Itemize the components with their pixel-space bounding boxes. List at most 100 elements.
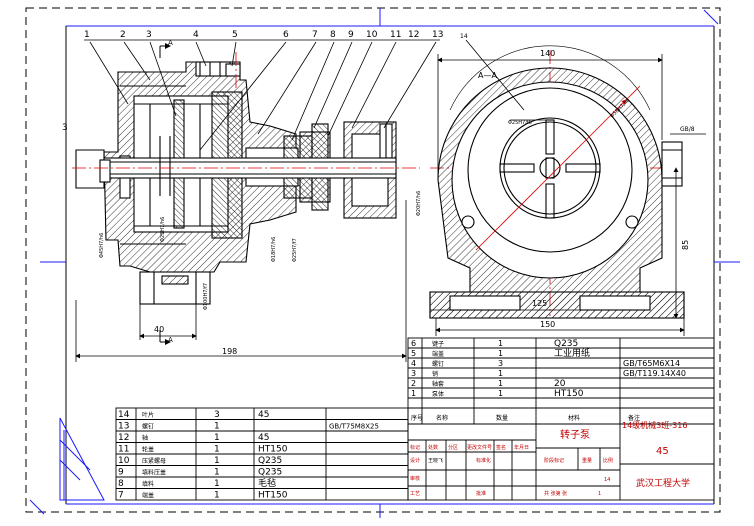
tb-sheets: 共 张第 张 bbox=[544, 490, 567, 497]
dim-gb8: GB/8 bbox=[680, 126, 695, 133]
left-note: 3 bbox=[62, 123, 68, 133]
parts-upper-note: GB/T65M6X14 bbox=[623, 359, 680, 368]
tb-mark: 标记 bbox=[410, 444, 420, 451]
parts-lower-name: 轮盖 bbox=[142, 446, 154, 454]
front-section-view bbox=[75, 61, 397, 305]
tb-weight: 重量 bbox=[582, 457, 592, 464]
parts-lower-name: 轴 bbox=[142, 434, 148, 442]
balloon-6: 6 bbox=[283, 30, 289, 40]
dimensions-right bbox=[430, 39, 706, 336]
dim-125: 125 bbox=[532, 299, 547, 308]
balloon-14: 14 bbox=[460, 33, 468, 40]
hdr-name: 名称 bbox=[436, 414, 448, 422]
part-leaders bbox=[84, 39, 440, 151]
balloon-8: 8 bbox=[330, 30, 336, 40]
parts-list-lower bbox=[115, 407, 409, 501]
tb-change: 更改文件号 bbox=[467, 444, 492, 451]
tb-sheet-value: 1 bbox=[598, 491, 601, 497]
tb-count: 处数 bbox=[428, 444, 438, 451]
parts-lower-no: 14 bbox=[118, 410, 130, 420]
dimensions-left bbox=[75, 200, 407, 362]
parts-upper-name: 销 bbox=[432, 370, 438, 378]
balloon-10: 10 bbox=[366, 30, 378, 40]
balloon-4: 4 bbox=[193, 30, 199, 40]
parts-lower-name: 螺钉 bbox=[142, 423, 154, 431]
fit-mid2: Φ25H7/f7 bbox=[292, 238, 298, 262]
parts-upper-name: 螺钉 bbox=[432, 360, 444, 368]
parts-lower-no: 10 bbox=[118, 456, 130, 466]
fit-annotations: Φ45H7/h6 Φ25H7/h6 Φ100H7/f7 Φ18H7/h6 Φ25… bbox=[99, 191, 422, 310]
parts-lower-name: 填料 bbox=[142, 480, 154, 488]
parts-lower-no: 8 bbox=[118, 479, 124, 489]
parts-upper-material: 20 bbox=[554, 379, 566, 389]
fit-bottom: Φ100H7/f7 bbox=[203, 283, 209, 310]
parts-lower-note: GB/T75M8X25 bbox=[329, 423, 379, 431]
fit-right-top: Φ25H7/f6 bbox=[508, 120, 532, 126]
dim-198: 198 bbox=[222, 347, 237, 356]
balloon-12: 12 bbox=[408, 30, 419, 40]
parts-upper-material: HT150 bbox=[554, 389, 584, 399]
tb-designer-name: 王晓飞 bbox=[428, 457, 443, 464]
balloon-11: 11 bbox=[390, 30, 401, 40]
dim-85: 85 bbox=[681, 240, 690, 250]
parts-upper-qty: 1 bbox=[498, 379, 503, 388]
parts-lower-name: 叶片 bbox=[142, 411, 154, 419]
section-a-a-redlines bbox=[475, 85, 641, 251]
parts-upper-qty: 1 bbox=[498, 339, 503, 348]
tb-process: 工艺 bbox=[410, 491, 420, 497]
balloon-3: 3 bbox=[146, 30, 152, 40]
parts-lower-qty: 1 bbox=[214, 456, 220, 466]
product-name: 转子泵 bbox=[560, 428, 590, 441]
balloon-1: 1 bbox=[84, 30, 90, 40]
parts-lower-material: Q235 bbox=[258, 456, 282, 466]
tb-scale: 比例 bbox=[603, 457, 613, 464]
parts-lower-qty: 1 bbox=[214, 468, 220, 478]
parts-lower-no: 12 bbox=[118, 433, 129, 443]
parts-lower-material: HT150 bbox=[258, 491, 288, 501]
parts-lower-qty: 1 bbox=[214, 491, 220, 501]
hdr-no: 序号 bbox=[411, 414, 423, 422]
tb-scale-value: 14 bbox=[604, 477, 610, 483]
parts-upper-material: 工业用纸 bbox=[554, 347, 590, 359]
parts-upper-no: 1 bbox=[411, 389, 416, 398]
orientation-mark bbox=[59, 417, 105, 501]
dim-40: 40 bbox=[154, 325, 164, 334]
parts-lower-qty: 1 bbox=[214, 433, 220, 443]
parts-lower-qty: 1 bbox=[214, 422, 220, 432]
parts-upper-note: GB/T119.14X40 bbox=[623, 369, 686, 378]
parts-lower-material: 45 bbox=[258, 410, 269, 420]
parts-upper-name: 泵体 bbox=[432, 390, 444, 398]
parts-upper-name: 端盖 bbox=[432, 350, 444, 358]
parts-lower-no: 7 bbox=[118, 491, 124, 501]
parts-upper-no: 6 bbox=[411, 339, 416, 348]
title-block bbox=[407, 407, 715, 501]
parts-lower-material: Q235 bbox=[258, 468, 282, 478]
parts-upper-no: 2 bbox=[411, 379, 416, 388]
parts-lower-qty: 1 bbox=[214, 445, 220, 455]
parts-upper-qty: 1 bbox=[498, 389, 503, 398]
parts-lower-qty: 3 bbox=[214, 410, 220, 420]
balloon-5: 5 bbox=[232, 30, 238, 40]
parts-lower-name: 端盖 bbox=[142, 492, 154, 500]
parts-upper-no: 3 bbox=[411, 369, 416, 378]
parts-lower-material: 毛毡 bbox=[258, 477, 276, 489]
parts-lower-qty: 1 bbox=[214, 479, 220, 489]
hdr-qty: 数量 bbox=[496, 414, 508, 422]
parts-upper-no: 5 bbox=[411, 349, 416, 358]
dim-140: 140 bbox=[540, 49, 555, 58]
school-name: 武汉工程大学 bbox=[636, 477, 690, 489]
balloon-13: 13 bbox=[432, 30, 443, 40]
section-a-a-view bbox=[429, 45, 685, 319]
tb-designer: 设计 bbox=[410, 457, 420, 464]
title-block-text: 序号 名称 数量 材料 备注 转子泵 14级机械3班-316 45 武汉工程大学… bbox=[410, 414, 690, 497]
material-value: 45 bbox=[656, 446, 669, 457]
tb-date: 年月日 bbox=[514, 444, 529, 451]
section-title: A—A bbox=[478, 71, 497, 80]
tb-zone: 分区 bbox=[448, 444, 458, 451]
tb-approve: 批准 bbox=[476, 490, 486, 497]
balloon-2: 2 bbox=[120, 30, 126, 40]
fit-right: Φ20H7/h6 bbox=[416, 191, 422, 216]
parts-lower-material: 45 bbox=[258, 433, 269, 443]
tb-standardize: 标准化 bbox=[476, 457, 491, 464]
